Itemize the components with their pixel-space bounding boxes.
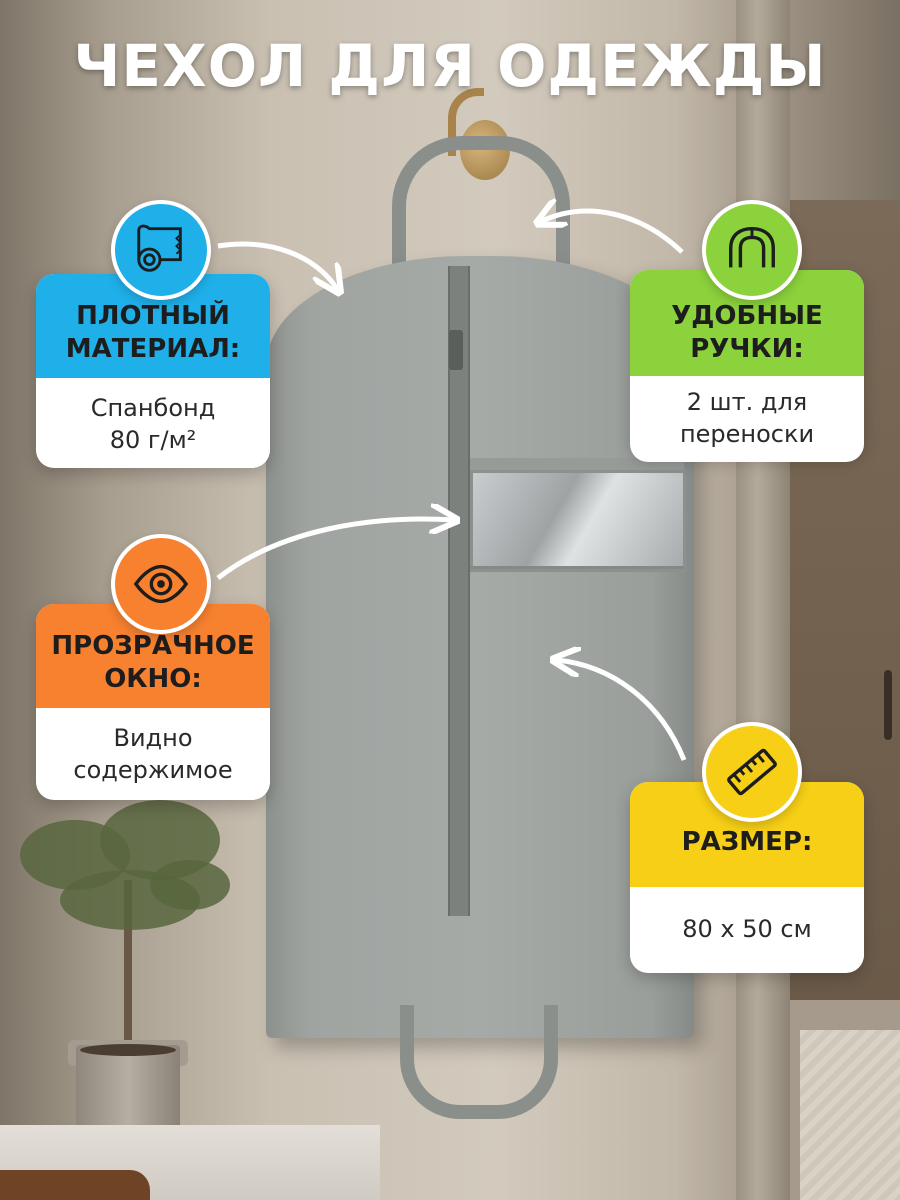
plant-foliage xyxy=(150,860,230,910)
card-heading-line: ОКНО: xyxy=(104,664,202,694)
eye-icon xyxy=(111,534,211,634)
door-handle xyxy=(884,670,892,740)
ruler-icon xyxy=(702,722,802,822)
card-heading: ПЛОТНЫЙ МАТЕРИАЛ: xyxy=(36,274,270,378)
card-text-line: 80 х 50 см xyxy=(682,915,812,943)
card-text-line: Видно xyxy=(113,724,193,752)
plant-trunk xyxy=(124,880,132,1050)
card-heading: УДОБНЫЕ РУЧКИ: xyxy=(630,270,864,376)
card-heading-line: ПЛОТНЫЙ xyxy=(76,301,230,331)
garment-bag-bottom-handle xyxy=(400,1005,558,1119)
pocket-seam xyxy=(470,566,684,569)
card-text-line: 2 шт. для xyxy=(686,388,808,416)
card-body: 80 х 50 см xyxy=(630,887,864,973)
card-text-line: содержимое xyxy=(73,756,233,784)
garment-bag xyxy=(266,256,694,1038)
card-body: Спанбонд 80 г/м² xyxy=(36,378,270,466)
card-heading-line: РАЗМЕР: xyxy=(681,827,813,857)
garment-bag-zipper xyxy=(448,266,470,916)
fabric-roll-icon xyxy=(111,200,211,300)
card-heading-line: ПРОЗРАЧНОЕ xyxy=(51,631,255,661)
card-text-line: Спанбонд xyxy=(90,394,216,422)
card-heading: РАЗМЕР: xyxy=(630,782,864,887)
card-body: Видно содержимое xyxy=(36,708,270,798)
card-heading-line: РУЧКИ: xyxy=(690,334,804,364)
plant-soil xyxy=(80,1044,176,1056)
feature-card-material: ПЛОТНЫЙ МАТЕРИАЛ: Спанбонд 80 г/м² xyxy=(36,274,270,468)
card-text-line: 80 г/м² xyxy=(109,426,197,454)
leather-item xyxy=(0,1170,150,1200)
rug xyxy=(800,1030,900,1200)
zipper-pull xyxy=(449,330,463,370)
transparent-window xyxy=(470,470,686,572)
door-frame xyxy=(736,0,790,1200)
wall-hook xyxy=(448,88,484,156)
feature-card-window: ПРОЗРАЧНОЕ ОКНО: Видно содержимое xyxy=(36,604,270,800)
product-title: ЧЕХОЛ ДЛЯ ОДЕЖДЫ xyxy=(73,32,827,100)
card-heading-line: МАТЕРИАЛ: xyxy=(65,334,241,364)
card-text-line: переноски xyxy=(679,420,815,448)
bag-handle-icon xyxy=(702,200,802,300)
feature-card-handles: УДОБНЫЕ РУЧКИ: 2 шт. для переноски xyxy=(630,270,864,462)
card-heading-line: УДОБНЫЕ xyxy=(671,301,823,331)
card-body: 2 шт. для переноски xyxy=(630,376,864,462)
